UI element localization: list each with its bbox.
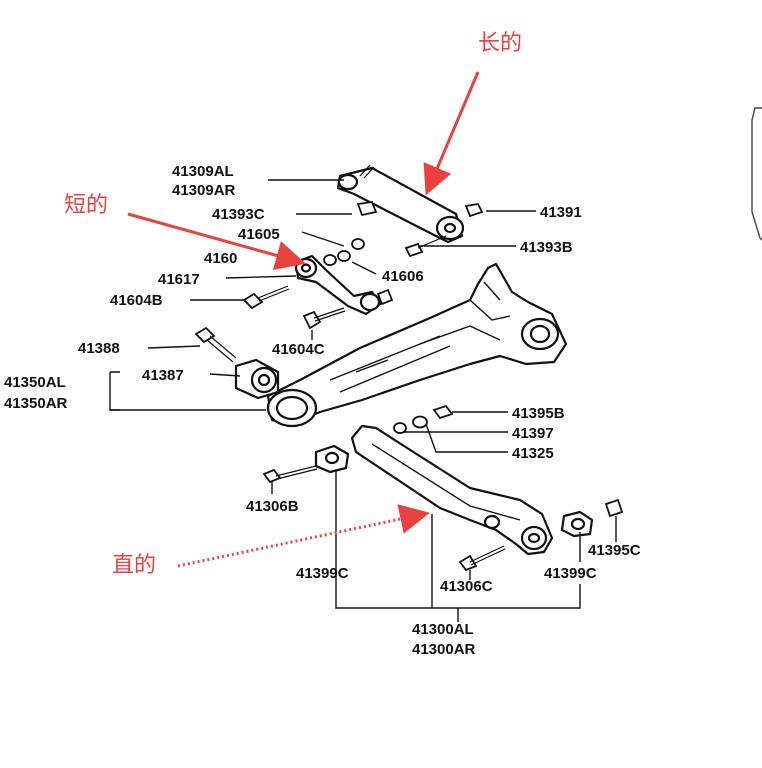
bolt-41306b bbox=[262, 465, 318, 484]
bolt-41604c bbox=[302, 310, 322, 330]
lower-straight-arm bbox=[350, 424, 554, 556]
label-41393b: 41393B bbox=[520, 239, 573, 256]
nut-41395c bbox=[604, 498, 624, 518]
trailing-arm bbox=[266, 262, 568, 428]
label-41393c: 41393C bbox=[212, 206, 265, 223]
label-41399c-right: 41399C bbox=[544, 565, 597, 582]
label-41388: 41388 bbox=[78, 340, 120, 357]
leader-lines bbox=[109, 179, 617, 622]
annotation-long: 长的 bbox=[478, 31, 522, 56]
nut-41325 bbox=[412, 415, 428, 429]
arrow-long bbox=[423, 71, 480, 196]
label-41350ar: 41350AR bbox=[4, 395, 68, 412]
label-41300al: 41300AL bbox=[412, 621, 474, 638]
label-41395b: 41395B bbox=[512, 405, 565, 422]
label-41306c: 41306C bbox=[440, 578, 493, 595]
label-41309al: 41309AL bbox=[172, 163, 234, 180]
upper-long-link bbox=[336, 164, 465, 244]
label-41306b: 41306B bbox=[246, 498, 299, 515]
label-41606: 41606 bbox=[382, 268, 424, 285]
annotation-short: 短的 bbox=[64, 193, 108, 218]
label-41325: 41325 bbox=[512, 445, 554, 462]
bolt-41604c-shank bbox=[313, 307, 346, 322]
label-41300ar: 41300AR bbox=[412, 641, 476, 658]
annotation-straight: 直的 bbox=[112, 553, 156, 578]
washer-41605-a bbox=[323, 254, 337, 266]
label-41617: 41617 bbox=[158, 271, 200, 288]
upper-short-link bbox=[294, 254, 382, 316]
label-41604b: 41604B bbox=[110, 292, 163, 309]
label-41605: 41605 bbox=[238, 226, 280, 243]
label-41604c: 41604C bbox=[272, 341, 325, 358]
arrow-straight bbox=[177, 504, 430, 568]
right-edge-frame bbox=[751, 107, 762, 241]
nut-41604c bbox=[376, 288, 394, 306]
nut-41391 bbox=[464, 203, 484, 218]
bolt-41393b bbox=[404, 242, 424, 258]
bolt-41604b bbox=[242, 292, 264, 310]
washer-41605-b bbox=[337, 250, 351, 262]
bushing-41387 bbox=[234, 358, 280, 400]
nut-41393c bbox=[356, 201, 378, 217]
annotation-arrows bbox=[127, 71, 480, 568]
label-41350al: 41350AL bbox=[4, 374, 66, 391]
label-41397: 41397 bbox=[512, 425, 554, 442]
bolt-41388 bbox=[194, 326, 237, 363]
nut-41395b bbox=[432, 404, 454, 420]
label-41395c: 41395C bbox=[588, 542, 641, 559]
nut-41605 bbox=[351, 238, 365, 250]
label-41606-partial: 4160 bbox=[204, 250, 237, 267]
label-41391: 41391 bbox=[540, 204, 582, 221]
bolt-41306c bbox=[458, 545, 506, 572]
bolt-41604b-shank bbox=[257, 285, 290, 302]
label-41309ar: 41309AR bbox=[172, 182, 236, 199]
arrow-short bbox=[127, 212, 306, 270]
washer-41397 bbox=[393, 422, 407, 434]
label-41399c-left: 41399C bbox=[296, 565, 349, 582]
bushing-41399c-right bbox=[560, 510, 594, 538]
part-labels: 41309AL 41309AR 41391 41393C 41605 41393… bbox=[4, 163, 641, 658]
label-41387: 41387 bbox=[142, 367, 184, 384]
bushing-41399c-left bbox=[314, 444, 350, 474]
